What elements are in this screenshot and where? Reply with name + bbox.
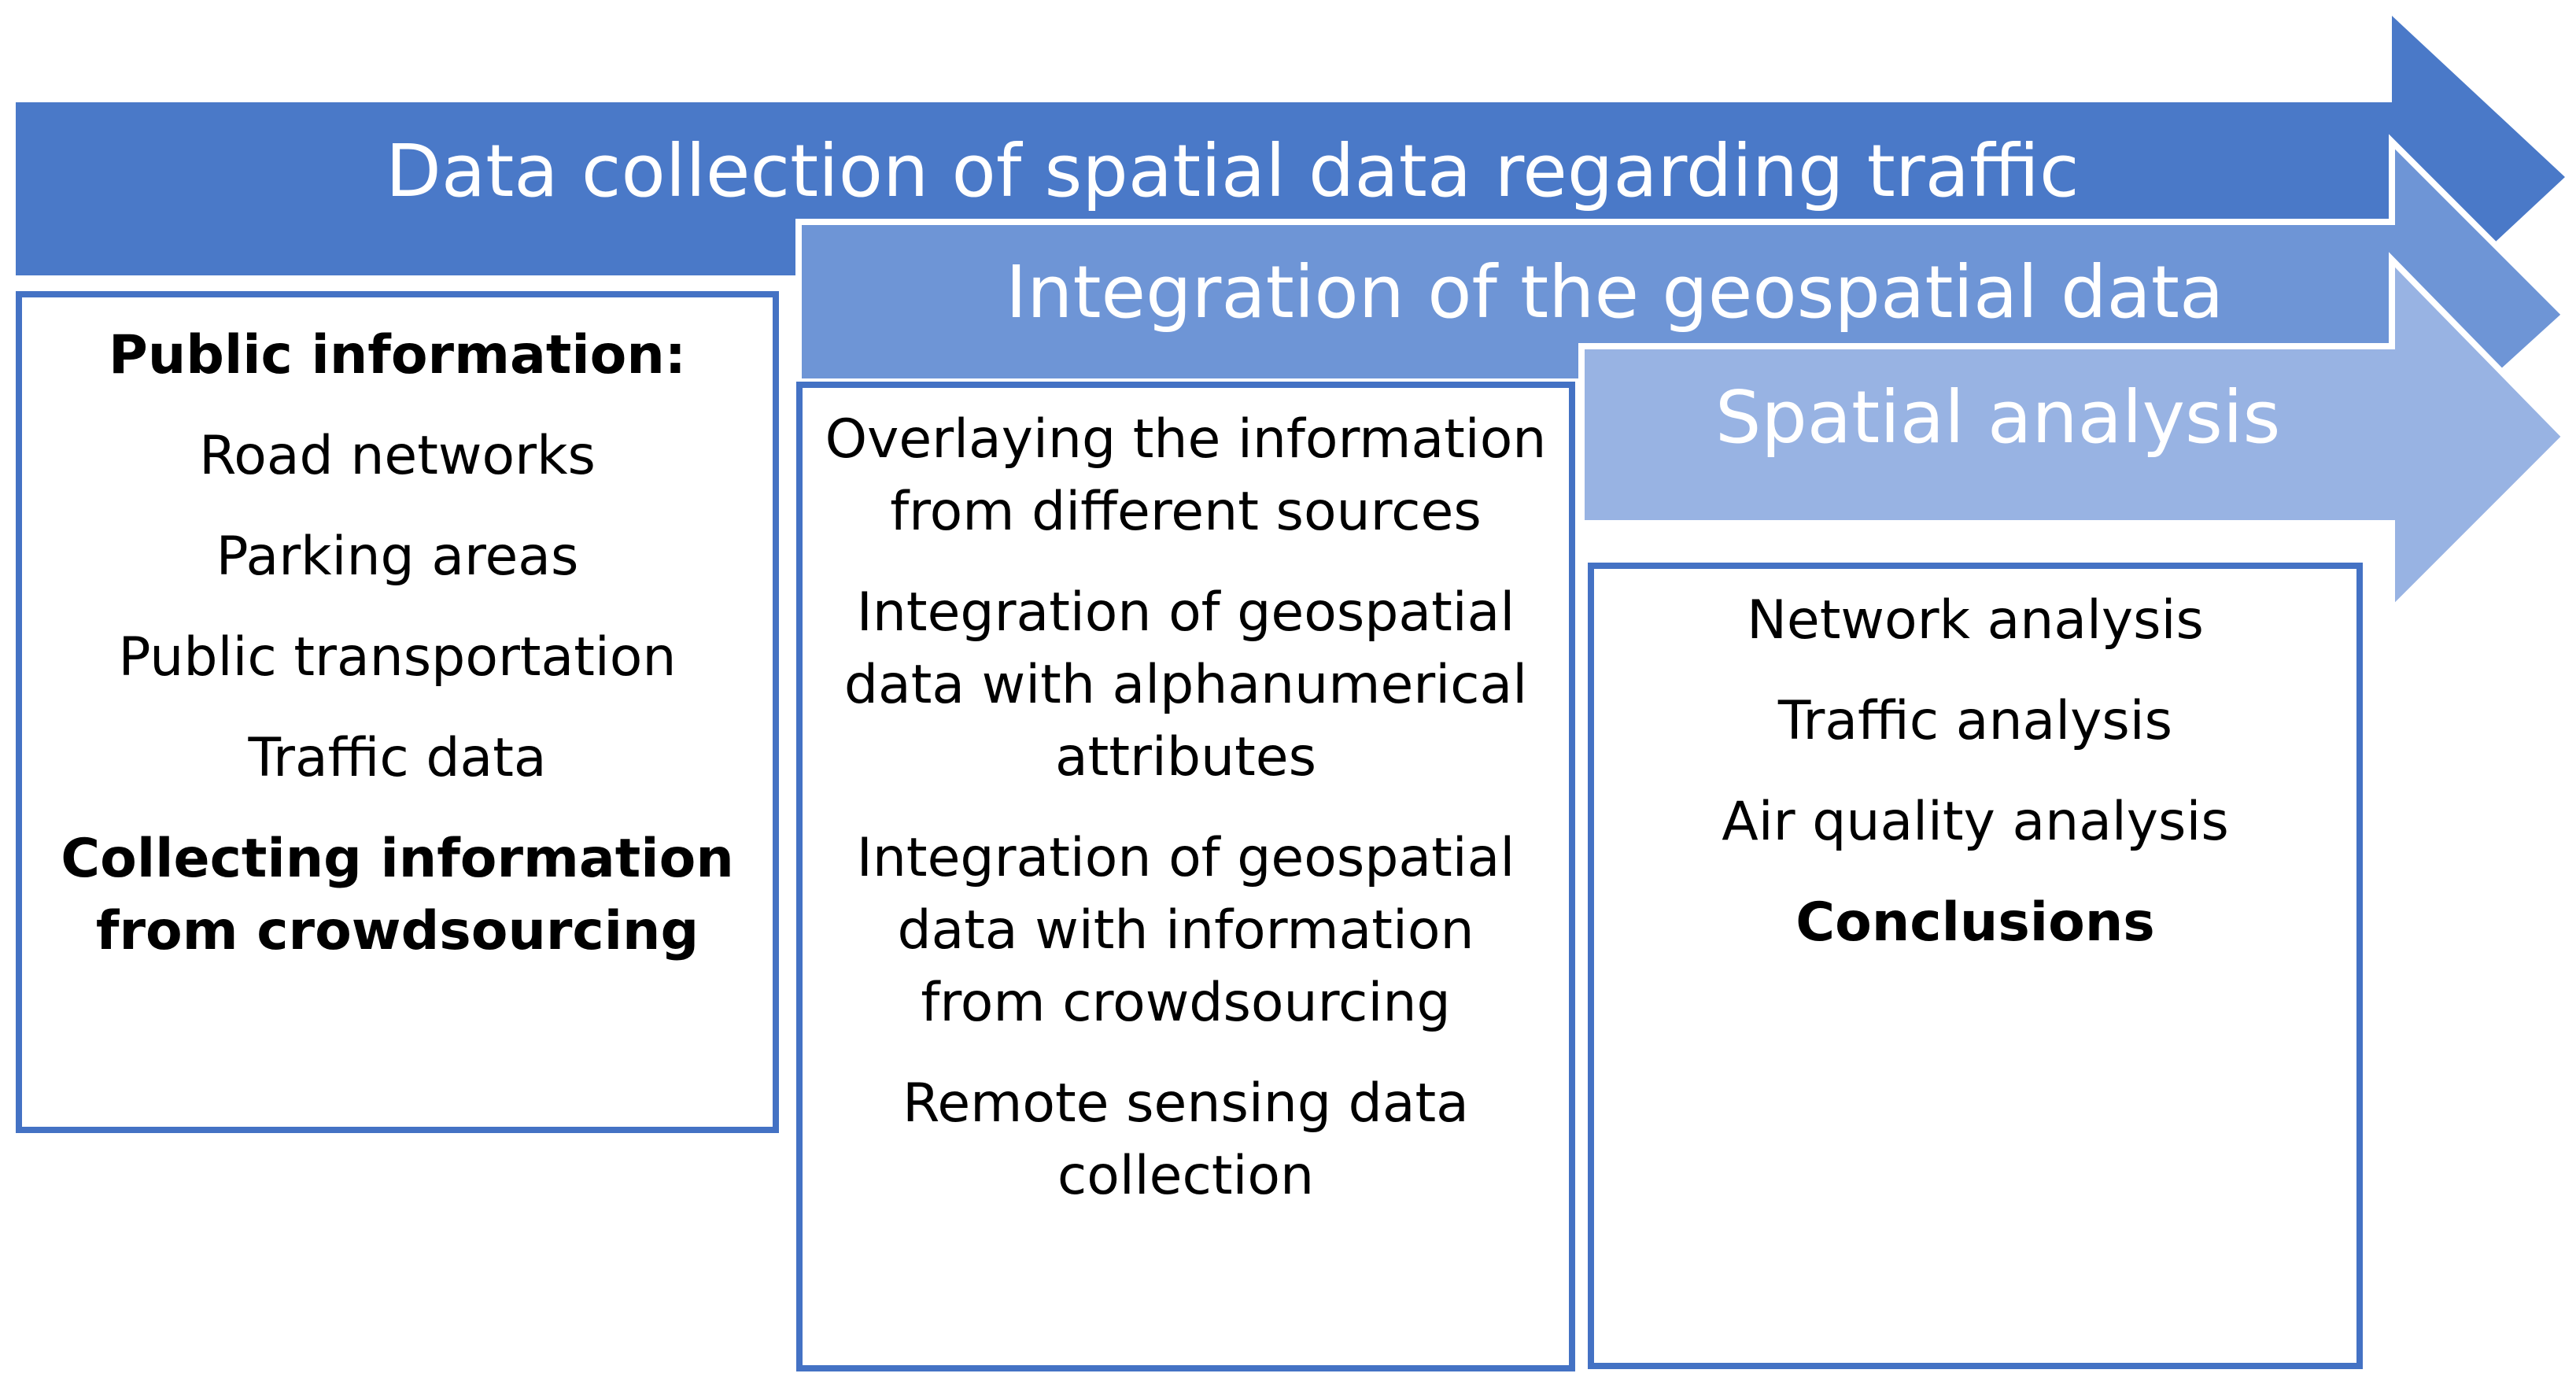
arrow-3-label: Spatial analysis (1715, 375, 2281, 460)
list-item-line: from crowdsourcing (921, 972, 1451, 1034)
public-information-title: Public information: (109, 324, 686, 386)
list-item: Remote sensing data collection (803, 1068, 1569, 1213)
list-item: Network analysis (1747, 589, 2204, 652)
list-item-line: data with information (897, 899, 1474, 962)
crowdsourcing-line-1: Collecting information (61, 828, 734, 890)
list-item: Public transportation (118, 626, 677, 688)
arrow-2-label: Integration of the geospatial data (1006, 250, 2224, 334)
list-item-line: from different sources (890, 481, 1482, 543)
list-item-line: data with alphanumerical (843, 654, 1528, 716)
list-item: Road networks (199, 425, 596, 487)
crowdsourcing-line-2: from crowdsourcing (95, 900, 699, 962)
list-item: Air quality analysis (1722, 791, 2229, 853)
arrow-spatial-analysis (1578, 252, 2570, 618)
list-item-line: Remote sensing data (902, 1072, 1469, 1135)
list-item: Traffic analysis (1777, 690, 2173, 752)
list-item: Traffic data (248, 727, 547, 789)
conclusions-label: Conclusions (1795, 891, 2155, 954)
public-information-box: Public information: Road networks Parkin… (16, 291, 779, 1133)
spatial-analysis-box: Network analysis Traffic analysis Air qu… (1588, 563, 2363, 1369)
list-item: Integration of geospatial data with info… (803, 822, 1569, 1039)
list-item: Integration of geospatial data with alph… (803, 577, 1569, 794)
list-item: Parking areas (216, 526, 579, 588)
list-item-line: attributes (1054, 726, 1317, 788)
arrow-1-label: Data collection of spatial data regardin… (386, 129, 2080, 213)
list-item: Overlaying the information from differen… (803, 404, 1569, 548)
list-item-line: Overlaying the information (825, 408, 1547, 471)
list-item-line: Integration of geospatial (856, 581, 1515, 644)
list-item-line: Integration of geospatial (856, 827, 1515, 889)
integration-box: Overlaying the information from differen… (796, 382, 1575, 1371)
list-item-line: collection (1057, 1145, 1315, 1207)
